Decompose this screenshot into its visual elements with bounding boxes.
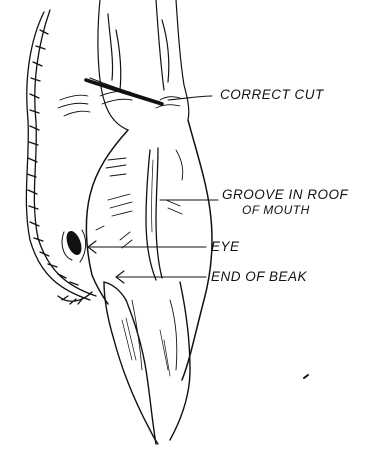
label-eye: EYE bbox=[211, 240, 240, 254]
eye-drawing bbox=[62, 230, 86, 262]
label-correct-cut: CORRECT CUT bbox=[220, 88, 324, 102]
beak-drawing bbox=[104, 282, 190, 444]
skin-wrinkles bbox=[58, 91, 183, 248]
label-groove-line1: GROOVE IN ROOF bbox=[222, 188, 348, 202]
mouth-groove bbox=[146, 148, 162, 280]
neck-skin bbox=[98, 0, 189, 130]
label-groove-line2: OF MOUTH bbox=[242, 204, 310, 216]
leader-lines bbox=[88, 96, 218, 283]
neck-feathers bbox=[26, 10, 96, 304]
cut-mark bbox=[86, 78, 162, 104]
stray-mark bbox=[304, 375, 308, 378]
label-end-of-beak: END OF BEAK bbox=[211, 270, 307, 284]
